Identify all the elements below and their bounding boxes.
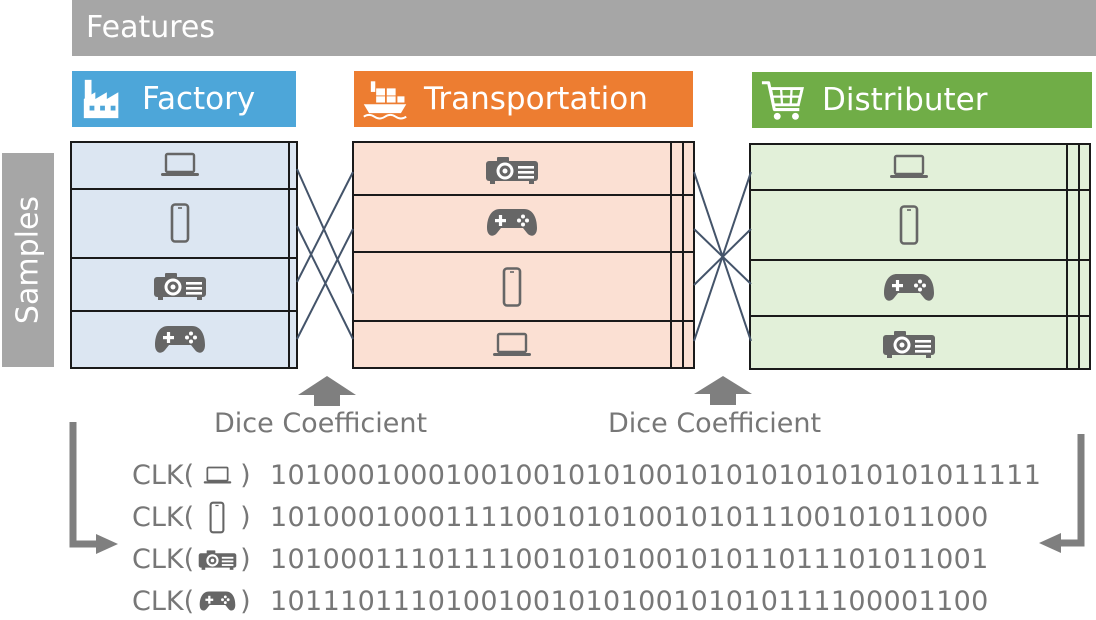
table-row (351, 250, 696, 323)
clk-suffix: ) (240, 543, 251, 575)
clk-bits: 1010001000100100101010010101010101010101… (270, 459, 1042, 491)
factory-header: Factory (72, 71, 296, 127)
clk-suffix: ) (240, 459, 251, 491)
right-down-arrow (1060, 434, 1085, 547)
factory-title: Factory (142, 81, 256, 117)
feature-cell (288, 257, 298, 313)
table-row (351, 140, 696, 197)
table-row (748, 189, 1092, 261)
sample-icon-cell (351, 250, 673, 323)
sample-icon-cell (748, 189, 1069, 261)
sample-icon-cell (748, 142, 1069, 192)
table-row (351, 320, 696, 369)
link-line (296, 228, 354, 340)
transportation-table (351, 140, 696, 369)
clk-label: CLK() (132, 586, 268, 617)
clk-label: CLK() (132, 501, 268, 534)
transportation-header: Transportation (354, 71, 693, 127)
table-row (748, 142, 1092, 192)
table-row (69, 141, 298, 190)
feature-cell (288, 141, 298, 190)
left-arrowhead (96, 534, 118, 554)
sample-icon-cell (748, 315, 1069, 370)
laptop-icon (203, 466, 232, 485)
table-row (69, 257, 298, 313)
feature-cell (1077, 142, 1092, 192)
ship-icon (362, 76, 408, 122)
feature-cell (670, 194, 684, 253)
table-row (69, 310, 298, 369)
feature-cell (1077, 189, 1092, 261)
feature-cell (681, 250, 696, 323)
feature-cell (670, 140, 684, 197)
distributer-table (748, 142, 1092, 370)
feature-cell (1066, 258, 1080, 318)
up-arrow (694, 376, 752, 405)
features-label: Features (86, 10, 215, 45)
feature-cell (681, 194, 696, 253)
clk-suffix: ) (240, 501, 251, 533)
clk-row: CLK()10100010001111001010100101011100101… (132, 498, 989, 536)
features-banner: Features (72, 0, 1096, 56)
samples-banner: Samples (2, 153, 54, 367)
feature-cell (681, 320, 696, 369)
clk-row: CLK()10100011101111001010100101011011101… (132, 540, 989, 578)
clk-label: CLK() (132, 544, 268, 575)
cart-icon (760, 77, 806, 123)
phone-icon (209, 501, 225, 534)
sample-icon-cell (748, 258, 1069, 318)
dice-coefficient-label-left: Dice Coefficient (214, 408, 428, 439)
sample-icon-cell (69, 187, 291, 260)
clk-suffix: ) (240, 585, 251, 617)
table-row (748, 258, 1092, 318)
factory-icon (80, 76, 126, 122)
link-line (296, 168, 354, 295)
clk-bits: 1010001110111100101010010101101110101100… (270, 543, 989, 575)
feature-cell (670, 320, 684, 369)
sample-icon-cell (351, 140, 673, 197)
dice-coefficient-label-right: Dice Coefficient (608, 408, 822, 439)
feature-cell (1066, 315, 1080, 370)
clk-row: CLK()10100010001001001010100101010101010… (132, 456, 1041, 494)
feature-cell (1066, 142, 1080, 192)
sample-icon-cell (351, 320, 673, 369)
sample-icon-cell (69, 310, 291, 369)
factory-table (69, 141, 298, 369)
distributer-title: Distributer (822, 82, 988, 118)
clk-bits: 1011101110100100101010010101011110000110… (270, 585, 989, 617)
clk-prefix: CLK( (132, 585, 195, 617)
sample-icon-cell (69, 257, 291, 313)
feature-cell (670, 250, 684, 323)
feature-cell (288, 310, 298, 369)
feature-cell (1077, 258, 1092, 318)
table-row (69, 187, 298, 260)
table-row (351, 194, 696, 253)
clk-row: CLK()10111011101001001010100101010111100… (132, 582, 989, 620)
link-line (693, 171, 752, 342)
distributer-header: Distributer (752, 72, 1092, 128)
clk-label: CLK() (132, 460, 268, 491)
clk-bits: 1010001000111100101010010101110010101100… (270, 501, 989, 533)
clk-prefix: CLK( (132, 543, 195, 575)
clk-prefix: CLK( (132, 459, 195, 491)
feature-cell (288, 187, 298, 260)
left-down-arrow (69, 422, 97, 548)
feature-cell (1077, 315, 1092, 370)
clk-prefix: CLK( (132, 501, 195, 533)
link-line (296, 171, 354, 283)
projector-icon (198, 548, 237, 570)
right-arrowhead (1039, 533, 1061, 553)
transportation-title: Transportation (424, 81, 648, 117)
feature-cell (681, 140, 696, 197)
sample-icon-cell (351, 194, 673, 253)
feature-cell (1066, 189, 1080, 261)
up-arrow (298, 376, 356, 406)
sample-icon-cell (69, 141, 291, 190)
gamepad-icon (199, 590, 236, 613)
table-row (748, 315, 1092, 370)
